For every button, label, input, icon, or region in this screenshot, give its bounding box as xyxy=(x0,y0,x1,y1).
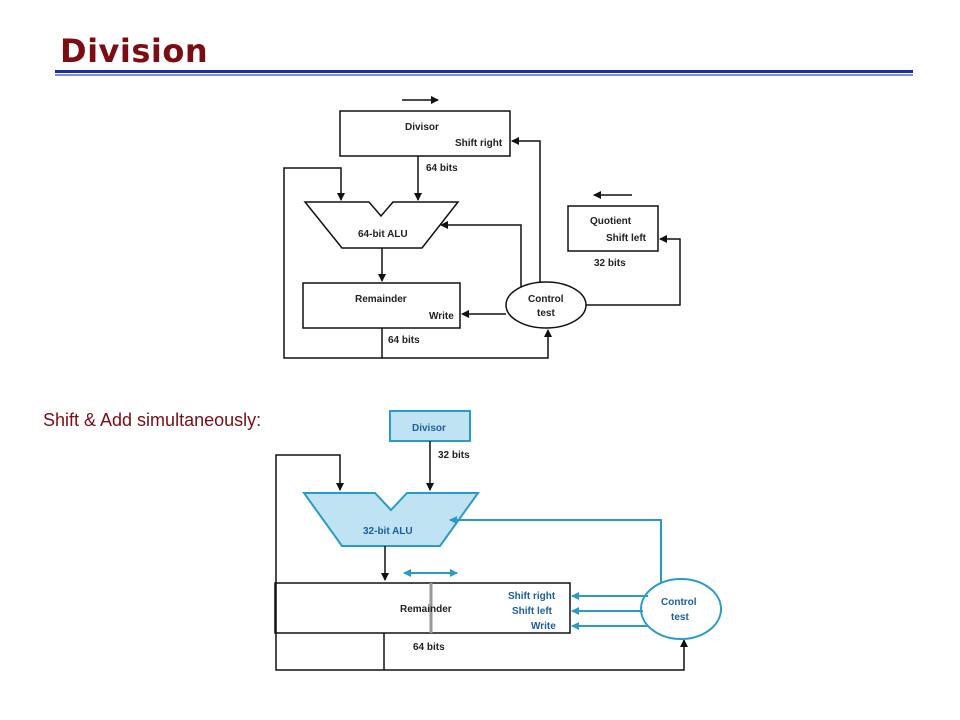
alu-1 xyxy=(303,201,460,249)
control-test-2 xyxy=(640,578,722,640)
control-label-line2-1: test xyxy=(537,308,555,319)
remainder-feedback-wire-2 xyxy=(275,454,385,671)
divisor-bits-2: 32 bits xyxy=(438,450,470,461)
remainder-register-1 xyxy=(302,282,461,329)
title-underline-shadow xyxy=(55,74,913,76)
diagram-1 xyxy=(283,96,681,359)
quotient-bits-1: 32 bits xyxy=(594,258,626,269)
control-to-alu-wire xyxy=(440,221,522,287)
shift-left-label-2: Shift left xyxy=(512,606,553,617)
remainder-action-1: Write xyxy=(429,311,454,322)
write-label-2: Write xyxy=(531,621,556,632)
control-test-1 xyxy=(505,281,587,329)
remainder-label-1: Remainder xyxy=(355,294,407,305)
divisor-label-1: Divisor xyxy=(405,122,439,133)
slide-title: Division xyxy=(60,32,209,70)
control-to-quotient-wire xyxy=(586,235,681,306)
title-underline xyxy=(55,70,913,73)
divisor-action-1: Shift right xyxy=(455,138,503,149)
quotient-label-1: Quotient xyxy=(590,216,632,227)
subtitle: Shift & Add simultaneously: xyxy=(43,410,262,430)
remainder-to-control-wire-2 xyxy=(384,639,688,671)
alu-label-1: 64-bit ALU xyxy=(358,229,408,240)
shift-right-label-2: Shift right xyxy=(508,591,556,602)
alu-label-2: 32-bit ALU xyxy=(363,526,413,537)
control-label-line1-1: Control xyxy=(528,294,564,305)
remainder-to-control-wire xyxy=(382,329,552,359)
divisor-register-1 xyxy=(339,110,511,157)
quotient-action-1: Shift left xyxy=(606,233,647,244)
control-to-divisor-wire xyxy=(511,137,541,282)
divisor-register-2 xyxy=(389,410,471,442)
remainder-register-2 xyxy=(274,582,571,634)
diagram-2-control-wires xyxy=(403,516,662,630)
alu-2 xyxy=(302,492,480,547)
remainder-bits-2: 64 bits xyxy=(413,642,445,653)
diagram-2 xyxy=(274,410,722,671)
divisor-bits-1: 64 bits xyxy=(426,163,458,174)
divisor-label-2: Divisor xyxy=(412,423,446,434)
remainder-label-2: Remainder xyxy=(400,604,452,615)
control-label-line2-2: test xyxy=(671,612,689,623)
remainder-feedback-wire xyxy=(283,167,383,359)
quotient-register-1 xyxy=(567,205,659,252)
remainder-bits-1: 64 bits xyxy=(388,335,420,346)
control-label-line1-2: Control xyxy=(661,597,697,608)
control-to-alu-wire-2 xyxy=(449,516,662,583)
